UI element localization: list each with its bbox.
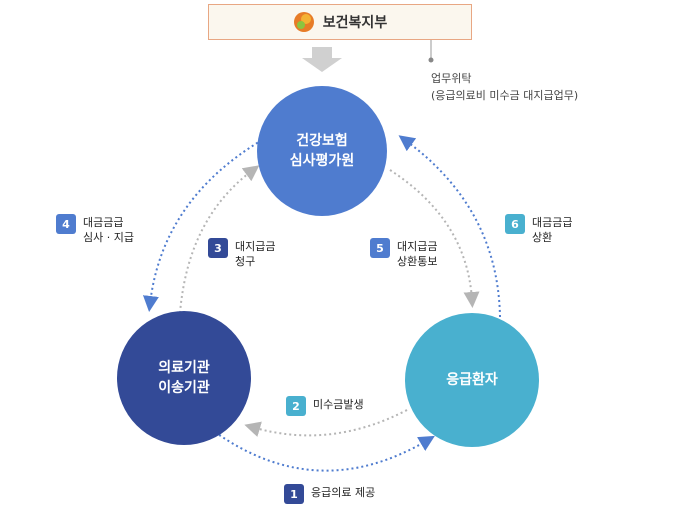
- ministry-logo-icon: [293, 12, 314, 32]
- step-3-label: 대지급금 청구: [235, 240, 276, 268]
- delegation-note-detail: (응급의료비 미수금 대지급업무): [431, 89, 579, 102]
- delegation-note-title: 업무위탁: [431, 72, 472, 85]
- step-3: 3 대지급금 청구: [208, 238, 275, 269]
- step-1-label: 응급의료 제공: [311, 486, 376, 499]
- step-2: 2 미수금발생: [286, 396, 364, 416]
- ministry-down-arrow: [302, 47, 342, 72]
- arrow-step5: [389, 169, 480, 308]
- delegation-dot: [428, 57, 434, 63]
- ministry-box: 보건복지부: [208, 4, 472, 40]
- ministry-name: 보건복지부: [322, 15, 388, 31]
- step-4-label: 대금금급 심사 · 지급: [83, 216, 134, 244]
- step-3-badge: 3: [208, 238, 228, 258]
- arrow-step2: [244, 409, 408, 437]
- arrow-step6: [398, 135, 501, 318]
- institution-node: 의료기관 이송기관: [117, 311, 251, 445]
- step-1: 1 응급의료 제공: [284, 484, 375, 504]
- arrow-step4: [142, 139, 263, 312]
- arrow-step3: [179, 165, 260, 314]
- step-6-badge: 6: [505, 214, 525, 234]
- step-5-badge: 5: [370, 238, 390, 258]
- step-6-label: 대금금급 상환: [532, 216, 573, 244]
- step-2-badge: 2: [286, 396, 306, 416]
- patient-node: 응급환자: [405, 313, 539, 447]
- delegation-note: 업무위탁 (응급의료비 미수금 대지급업무): [431, 70, 578, 104]
- arrow-step1: [214, 431, 435, 472]
- step-1-badge: 1: [284, 484, 304, 504]
- hira-node: 건강보험 심사평가원: [257, 86, 387, 216]
- step-5: 5 대지급금 상환통보: [370, 238, 437, 269]
- step-6: 6 대금금급 상환: [505, 214, 572, 245]
- step-4: 4 대금금급 심사 · 지급: [56, 214, 134, 245]
- step-5-label: 대지급금 상환통보: [397, 240, 438, 268]
- step-4-badge: 4: [56, 214, 76, 234]
- step-2-label: 미수금발생: [313, 398, 364, 411]
